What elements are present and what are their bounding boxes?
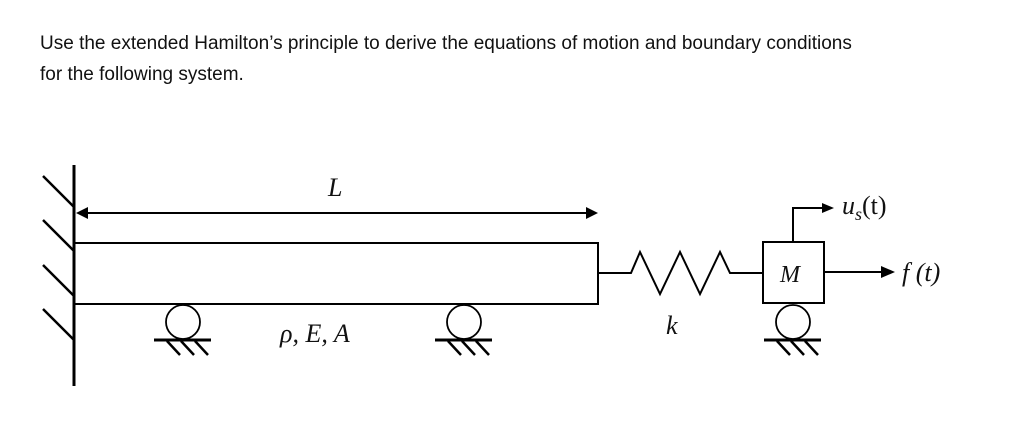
fixed-wall-support	[42, 165, 76, 386]
mass-label: M	[779, 262, 802, 288]
problem-statement-line-1: Use the extended Hamilton’s principle to…	[40, 33, 852, 54]
displacement-label: us(t)	[842, 191, 887, 224]
roller-support-mass	[764, 304, 821, 356]
length-label: L	[327, 173, 342, 202]
spring-stiffness-label: k	[666, 311, 678, 340]
length-dimension-arrow	[76, 207, 598, 219]
force-label: f (t)	[902, 258, 940, 287]
displacement-label-base: u	[842, 191, 855, 220]
force-arrow	[824, 266, 895, 278]
problem-statement: Use the extended Hamilton’s principle to…	[40, 28, 1000, 90]
elastic-bar	[73, 242, 599, 305]
displacement-label-subscript: s	[855, 204, 862, 224]
spring	[598, 249, 763, 297]
roller-support-2	[435, 304, 492, 356]
bar-properties-label: ρ, E, A	[279, 319, 350, 348]
problem-statement-line-2: for the following system.	[40, 64, 244, 85]
displacement-label-argument: (t)	[862, 191, 887, 220]
roller-support-1	[154, 304, 211, 356]
displacement-arrow	[792, 203, 834, 242]
